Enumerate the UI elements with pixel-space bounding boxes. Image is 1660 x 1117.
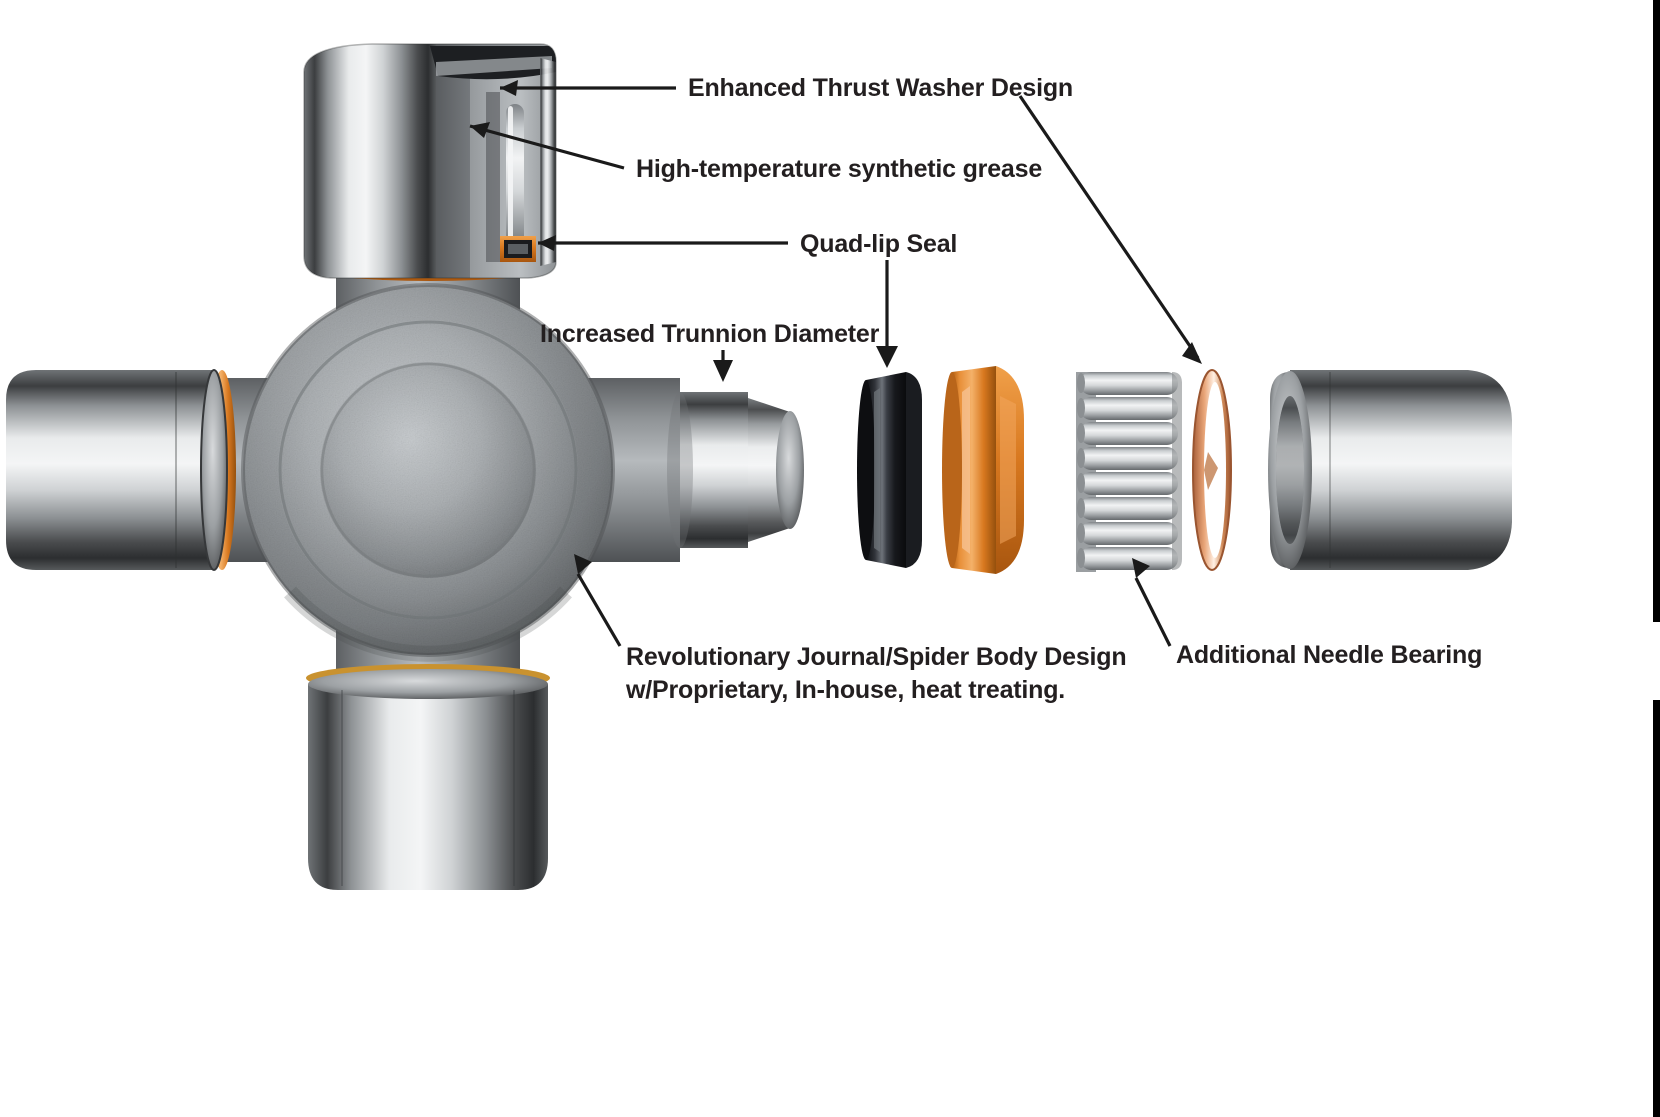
label-enhanced-thrust-washer: Enhanced Thrust Washer Design	[688, 74, 1074, 102]
quad-lip-seal-part	[857, 372, 922, 568]
leader-needle-bearing	[1134, 577, 1172, 647]
label-additional-needle-bearing: Additional Needle Bearing	[1176, 641, 1483, 669]
leader-thrust-washer-diagonal	[1018, 95, 1200, 359]
edge-artifact-bar-top	[1653, 0, 1660, 622]
label-journal-spider-body: Revolutionary Journal/Spider Body Design…	[626, 641, 1146, 706]
label-high-temperature-grease: High-temperature synthetic grease	[636, 155, 1043, 183]
bearing-cap-left	[6, 369, 236, 571]
needle-roller-bearing-set	[1076, 372, 1182, 572]
seal-retainer-ring	[942, 366, 1024, 574]
label-increased-trunnion-diameter: Increased Trunnion Diameter	[540, 320, 880, 348]
leader-journal	[576, 573, 622, 647]
label-journal-line1: Revolutionary Journal/Spider Body Design	[626, 643, 1127, 671]
thrust-washer-ring	[1192, 369, 1232, 571]
leader-grease	[469, 124, 625, 170]
journal-spider-body	[196, 240, 804, 690]
edge-artifact-bar-bottom	[1653, 700, 1660, 1117]
label-journal-line2: w/Proprietary, In-house, heat treating.	[626, 675, 1066, 704]
bearing-cup-right	[1268, 370, 1512, 570]
bearing-cap-cutaway	[303, 43, 557, 281]
bearing-cap-bottom	[306, 664, 550, 890]
label-quad-lip-seal: Quad-lip Seal	[800, 230, 958, 258]
